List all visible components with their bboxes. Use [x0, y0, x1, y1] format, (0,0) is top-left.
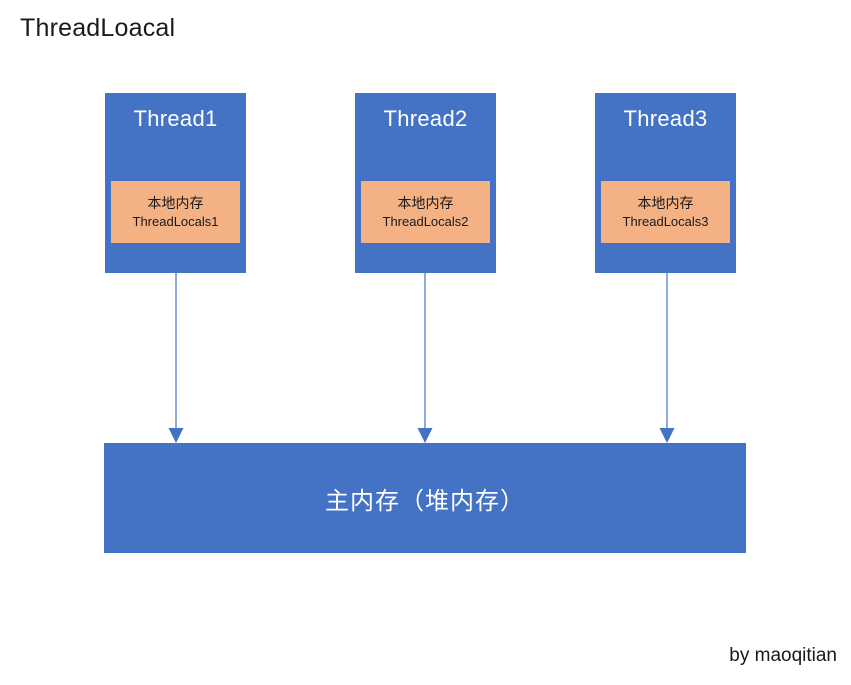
local-memory-box-3[interactable]: 本地内存 ThreadLocals3 [601, 181, 730, 243]
local-memory-name-3: ThreadLocals3 [622, 214, 709, 229]
author-credit: by maoqitian [729, 645, 837, 666]
thread-label-3: Thread3 [623, 106, 708, 131]
arrow-thread2-to-main-memory [417, 273, 433, 443]
local-memory-name-1: ThreadLocals1 [132, 214, 219, 229]
main-memory-box[interactable]: 主内存（堆内存） [104, 443, 746, 553]
local-memory-title-2: 本地内存 [397, 195, 454, 211]
local-memory-name-2: ThreadLocals2 [382, 214, 469, 229]
local-memory-box-2[interactable]: 本地内存 ThreadLocals2 [361, 181, 490, 243]
arrow-thread1-to-main-memory [168, 273, 184, 443]
arrow-thread3-to-main-memory [659, 273, 675, 443]
thread-box-3[interactable]: Thread3 本地内存 ThreadLocals3 [595, 93, 736, 273]
thread-box-1[interactable]: Thread1 本地内存 ThreadLocals1 [105, 93, 246, 273]
main-memory-label: 主内存（堆内存） [325, 487, 525, 515]
thread-box-2[interactable]: Thread2 本地内存 ThreadLocals2 [355, 93, 496, 273]
local-memory-box-1[interactable]: 本地内存 ThreadLocals1 [111, 181, 240, 243]
page-title: ThreadLoacal [20, 14, 176, 42]
local-memory-title-1: 本地内存 [147, 195, 204, 211]
thread-label-2: Thread2 [383, 106, 468, 131]
thread-label-1: Thread1 [133, 106, 218, 131]
local-memory-title-3: 本地内存 [637, 195, 694, 211]
